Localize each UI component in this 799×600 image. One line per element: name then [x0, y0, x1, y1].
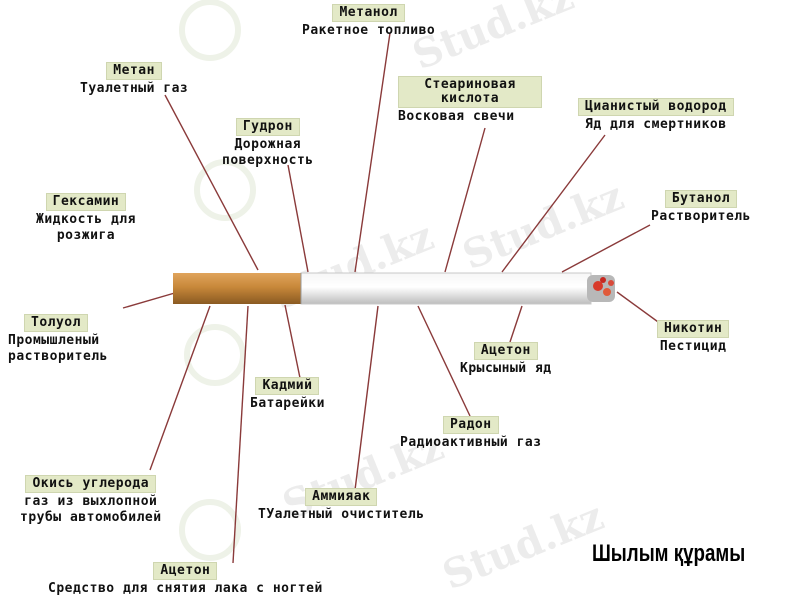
component-desc: трубы автомобилей: [20, 510, 162, 525]
watermark: Stud.kz: [456, 172, 630, 279]
leader-line-cyanide: [501, 134, 606, 273]
component-name: Кадмий: [255, 377, 320, 395]
label-co: Окись углерода газ из выхлопной трубы ав…: [20, 475, 162, 525]
watermark-logo: [194, 159, 256, 221]
leader-lines: [122, 32, 666, 564]
leader-line-co: [149, 305, 211, 471]
component-desc: ТУалетный очиститель: [258, 507, 425, 522]
component-desc: Туалетный газ: [80, 81, 189, 96]
component-desc: газ из выхлопной: [24, 494, 158, 509]
label-gudron: Гудрон Дорожная поверхность: [222, 118, 314, 168]
component-name: Ацетон: [473, 342, 538, 360]
leader-line-cadmium: [284, 304, 301, 379]
label-ammonia: Аммияак ТУалетный очиститель: [258, 488, 425, 522]
watermark-logo: [179, 0, 241, 61]
component-desc: Радиоактивный газ: [400, 435, 542, 450]
component-name: Метан: [106, 62, 162, 80]
leader-line-ammonia: [354, 305, 379, 491]
component-desc: Растворитель: [651, 209, 751, 224]
diagram-title: Шылым құрамы: [592, 540, 746, 567]
component-name: Стеариновая кислота: [398, 76, 542, 108]
component-name: Гудрон: [235, 118, 300, 136]
component-desc: Яд для смертников: [585, 117, 727, 132]
label-toluol: Толуол Промышленый растворитель: [8, 314, 108, 364]
component-name: Аммияак: [305, 488, 378, 506]
component-name: Бутанол: [664, 190, 738, 208]
component-desc: поверхность: [222, 153, 314, 168]
label-aceton-nail: Ацетон Средство для снятия лака с ногтей: [48, 562, 323, 596]
component-name: Окись углерода: [25, 475, 157, 493]
component-desc: Крысыный яд: [460, 361, 552, 376]
label-metan: Метан Туалетный газ: [80, 62, 188, 96]
cigarette-paper: [300, 272, 592, 305]
label-geksamin: Гексамин Жидкость для розжига: [36, 193, 136, 243]
watermark-logo: [184, 324, 246, 386]
cigarette-filter: [173, 273, 303, 304]
component-name: Метанол: [332, 4, 405, 22]
cigarette: [173, 272, 615, 305]
leader-line-radon: [417, 305, 471, 417]
leader-line-metanol: [354, 32, 391, 273]
component-desc: Жидкость для: [36, 212, 136, 227]
component-desc: Батарейки: [250, 396, 325, 411]
component-desc: Дорожная: [234, 137, 302, 152]
label-nicotine: Никотин Пестицид: [657, 320, 730, 354]
component-name: Ацетон: [153, 562, 218, 580]
component-name: Никотин: [657, 320, 730, 338]
label-cadmium: Кадмий Батарейки: [250, 377, 325, 411]
component-desc: Ракетное топливо: [302, 23, 436, 38]
component-desc: Промышленый: [8, 333, 100, 348]
leader-line-stearin: [444, 127, 486, 273]
label-radon: Радон Радиоактивный газ: [400, 416, 542, 450]
leader-line-gudron: [287, 164, 309, 273]
component-name: Цианистый водород: [578, 98, 734, 116]
component-desc: розжига: [56, 228, 116, 243]
label-butanol: Бутанол Растворитель: [651, 190, 751, 224]
leader-line-metan: [164, 94, 259, 271]
component-desc: растворитель: [8, 349, 108, 364]
component-name: Радон: [442, 416, 499, 434]
leader-line-aceton-1: [509, 305, 523, 343]
label-aceton-rat: Ацетон Крысыный яд: [460, 342, 552, 376]
component-desc: Восковая свечи: [398, 109, 515, 124]
component-desc: Пестицид: [659, 339, 727, 354]
watermark: Stud.kz: [436, 492, 610, 599]
label-stearin: Стеариновая кислота Восковая свечи: [398, 76, 542, 124]
label-cyanide: Цианистый водород Яд для смертников: [578, 98, 734, 132]
component-desc: Средство для снятия лака с ногтей: [48, 581, 323, 596]
component-name: Гексамин: [45, 193, 127, 211]
ember-spot: [593, 281, 603, 291]
component-name: Толуол: [24, 314, 88, 332]
watermark-logo: [179, 499, 241, 561]
label-metanol: Метанол Ракетное топливо: [302, 4, 435, 38]
leader-line-butanol: [561, 224, 651, 273]
leader-line-aceton-2: [232, 305, 249, 564]
